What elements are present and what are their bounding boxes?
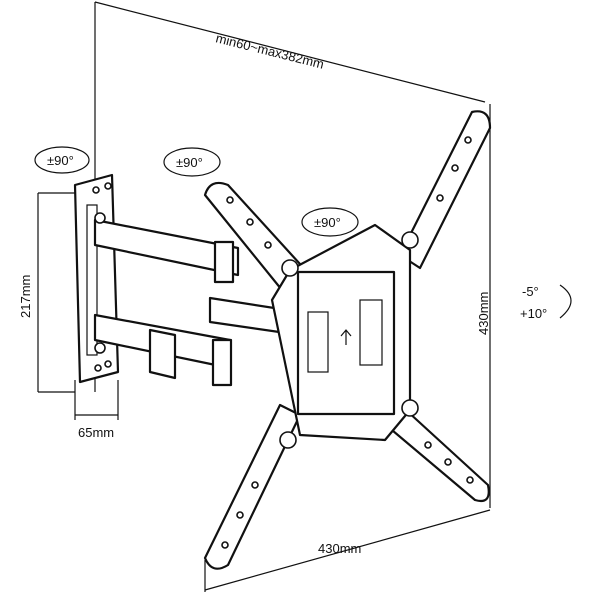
wall-swivel-label: ±90° bbox=[47, 153, 74, 168]
max-width-label: 430mm bbox=[318, 541, 361, 556]
rotate-icon bbox=[301, 207, 359, 237]
tv-rotation-label: ±90° bbox=[314, 215, 341, 230]
tilt-down-label: -5° bbox=[522, 284, 539, 299]
tv-bracket bbox=[203, 110, 492, 570]
wall-plate-height-label: 217mm bbox=[18, 275, 33, 318]
max-height-label: 430mm bbox=[476, 292, 491, 335]
arm-swivel-label: ±90° bbox=[176, 155, 203, 170]
tilt-up-label: +10° bbox=[520, 306, 547, 321]
wall-plate-depth-label: 65mm bbox=[78, 425, 114, 440]
rotate-icon bbox=[163, 147, 221, 177]
swing-arms bbox=[93, 212, 302, 387]
vesa-range-label: min60~max382mm bbox=[214, 30, 325, 71]
tilt-arc-icon bbox=[559, 284, 572, 319]
rotate-icon bbox=[34, 146, 90, 174]
rotation-icons bbox=[34, 146, 572, 319]
